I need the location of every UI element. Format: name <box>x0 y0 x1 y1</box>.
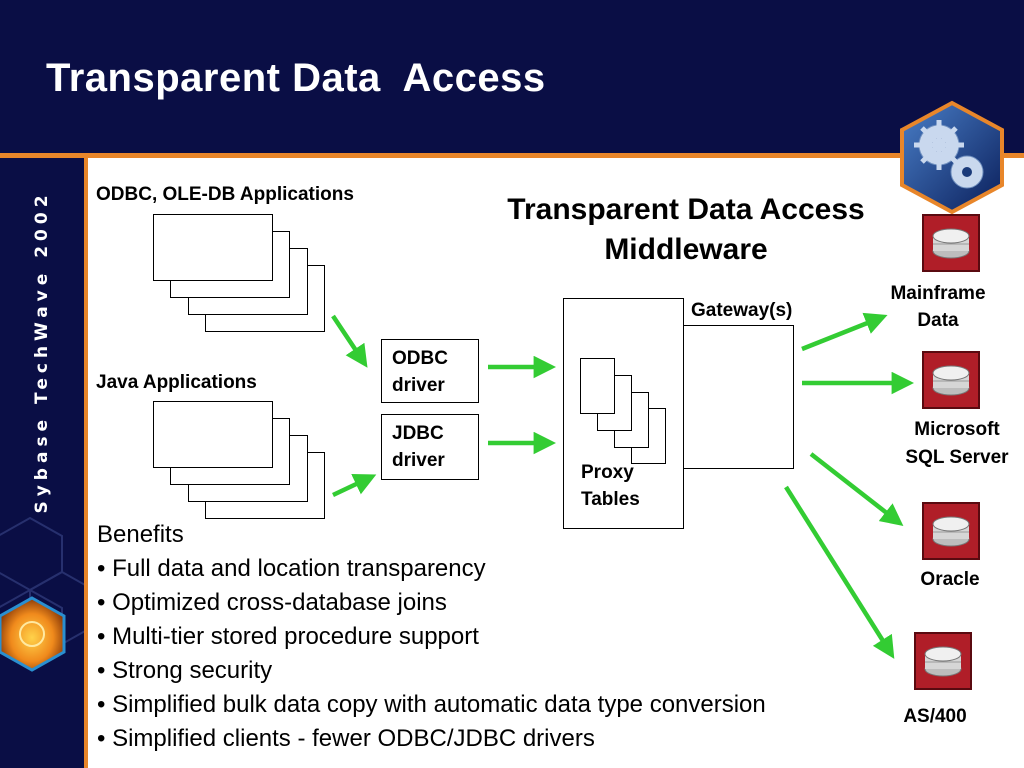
benefits-list: • Full data and location transparency • … <box>97 552 766 756</box>
database-icon <box>922 351 980 409</box>
orange-hexagon-icon <box>0 596 66 672</box>
gear-logo-icon <box>897 100 1007 215</box>
target-label-oracle: Oracle <box>920 569 980 590</box>
middleware-title-line2: Middleware <box>604 233 768 266</box>
header-divider <box>0 153 1024 158</box>
slide-title: Transparent Data Access <box>46 56 546 100</box>
benefit-item: • Full data and location transparency <box>97 555 486 582</box>
sidebar-divider <box>84 158 88 768</box>
target-label-as400: AS/400 <box>903 706 967 727</box>
hexagon-pattern <box>0 516 84 672</box>
gateway-box <box>683 325 794 469</box>
benefit-item: • Simplified clients - fewer ODBC/JDBC d… <box>97 725 595 752</box>
proxy-tables-line: Proxy <box>581 462 634 483</box>
sidebar <box>0 158 84 768</box>
benefit-item: • Simplified bulk data copy with automat… <box>97 691 766 718</box>
jdbc-driver-label: JDBC <box>392 423 444 444</box>
target-label-line: Microsoft <box>914 419 1000 440</box>
proxy-table <box>580 358 615 414</box>
database-icon <box>922 502 980 560</box>
gateway-label: Gateway(s) <box>691 300 793 321</box>
benefit-item: • Multi-tier stored procedure support <box>97 623 479 650</box>
jdbc-driver-box: JDBC driver <box>381 414 479 480</box>
proxy-tables-line: Tables <box>581 489 640 510</box>
arrow <box>784 485 895 659</box>
jdbc-driver-label: driver <box>392 450 445 471</box>
app-document <box>153 401 273 468</box>
benefit-item: • Optimized cross-database joins <box>97 589 447 616</box>
target-label-mainframe: Mainframe Data <box>870 280 1006 334</box>
odbc-apps-label: ODBC, OLE-DB Applications <box>96 184 354 205</box>
benefits-section: Benefits • Full data and location transp… <box>97 518 766 756</box>
arrow <box>332 473 377 498</box>
target-label-line: Mainframe <box>890 283 986 304</box>
proxy-tables-label: Proxy Tables <box>581 459 640 513</box>
title-bar <box>0 0 1024 155</box>
arrow <box>331 314 368 368</box>
target-label-line: Data <box>917 310 959 331</box>
middleware-title-line1: Transparent Data Access <box>507 193 865 226</box>
database-icon <box>922 214 980 272</box>
target-label-sqlserver: Microsoft SQL Server <box>890 416 1024 472</box>
arrow <box>801 312 888 352</box>
target-label-line: SQL Server <box>905 447 1009 468</box>
benefit-item: • Strong security <box>97 657 273 684</box>
middleware-title: Transparent Data Access Middleware <box>470 190 902 270</box>
odbc-driver-label: ODBC <box>392 348 448 369</box>
database-icon <box>914 632 972 690</box>
java-apps-label: Java Applications <box>96 372 257 393</box>
benefits-heading: Benefits <box>97 521 184 548</box>
odbc-driver-box: ODBC driver <box>381 339 479 403</box>
odbc-driver-label: driver <box>392 375 445 396</box>
app-document <box>153 214 273 281</box>
arrow <box>809 452 904 526</box>
